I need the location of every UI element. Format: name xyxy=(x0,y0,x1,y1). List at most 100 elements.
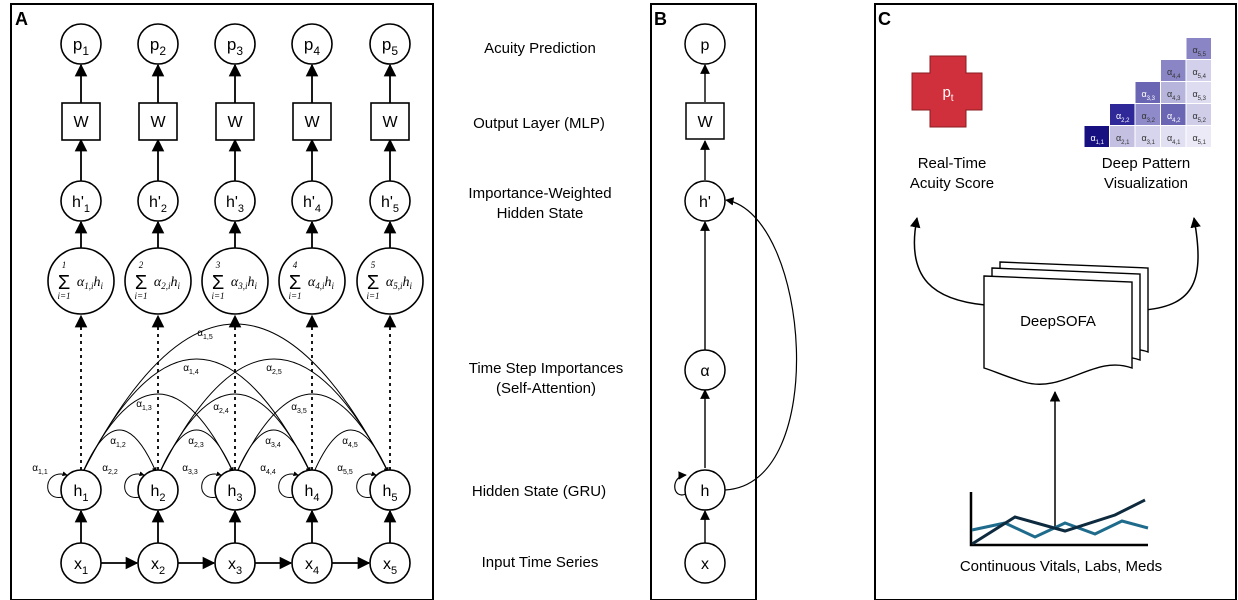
a-node-input xyxy=(369,542,411,584)
attention-matrix-cell xyxy=(1135,104,1160,125)
inputs-axes xyxy=(969,492,1148,547)
a-node-input-label: x3 xyxy=(228,556,242,577)
a-self-loop xyxy=(47,471,68,498)
attention-matrix-cell xyxy=(1135,126,1160,147)
attention-matrix-cell xyxy=(1110,126,1135,147)
acuity-cross-icon xyxy=(911,55,983,128)
b-node-p xyxy=(684,23,726,65)
a-node-weighted-state-label: h'2 xyxy=(149,194,167,215)
panel-b: p W h' α h x xyxy=(674,23,798,584)
b-node-alpha-label: α xyxy=(700,363,709,380)
a-sum-upper: 4 xyxy=(293,260,298,270)
a-node-hidden-state xyxy=(137,469,179,511)
b-node-h-label: h xyxy=(701,483,710,500)
a-node-attention-sum xyxy=(278,247,346,315)
attention-matrix-cell-label: α3,1 xyxy=(1141,133,1155,146)
panel-c-label: C xyxy=(878,9,891,29)
a-self-loop xyxy=(201,471,222,498)
deepsofa-document-stack xyxy=(983,261,1149,385)
b-arrow-h-hp-curve xyxy=(724,197,798,491)
attention-matrix-cell xyxy=(1161,60,1186,81)
a-node-weighted-state-label: h'3 xyxy=(226,194,244,215)
b-self-loop xyxy=(674,471,687,496)
attention-matrix-cell-label: α4,3 xyxy=(1167,89,1181,102)
attention-matrix-cell-label: α4,2 xyxy=(1167,111,1181,124)
a-attention-label: α4,5 xyxy=(342,436,358,449)
a-node-input-label: x2 xyxy=(151,556,165,577)
a-node-attention-sum xyxy=(124,247,192,315)
a-node-prediction xyxy=(214,23,256,65)
acuity-cross-label: pt xyxy=(942,84,953,104)
a-node-input xyxy=(60,542,102,584)
a-attention-label: α3,5 xyxy=(291,402,307,415)
a-node-hidden-state-label: h5 xyxy=(382,483,397,504)
a-node-weighted-state xyxy=(60,180,102,222)
a-node-weighted-state-label: h'1 xyxy=(72,194,90,215)
panel-a-edges: α1,2α1,3α1,4α1,5α2,3α2,4α2,5α3,4α3,5α4,5… xyxy=(32,63,397,570)
a-node-weight xyxy=(215,102,255,141)
attention-matrix-cell-label: α4,4 xyxy=(1167,67,1181,80)
panel-a-label: A xyxy=(15,9,28,29)
panel-b-label: B xyxy=(654,9,667,29)
layer-label-weighted-2: Hidden State xyxy=(497,205,584,222)
a-node-input xyxy=(291,542,333,584)
layer-label-output: Output Layer (MLP) xyxy=(473,115,605,132)
a-node-weight-label: W xyxy=(304,114,320,131)
panel-c-frame xyxy=(874,3,1237,600)
a-self-loop xyxy=(356,471,377,498)
a-self-attention-label: α1,1 xyxy=(32,463,48,476)
a-self-attention-label: α2,2 xyxy=(102,463,118,476)
a-sum-term: α1,ihi xyxy=(77,275,104,291)
a-attention-label: α3,4 xyxy=(265,436,281,449)
a-attention-label: α1,5 xyxy=(197,328,213,341)
layer-label-hidden: Hidden State (GRU) xyxy=(472,483,606,500)
a-node-hidden-state-label: h3 xyxy=(227,483,242,504)
a-sum-term: α2,ihi xyxy=(154,275,181,291)
a-node-input xyxy=(137,542,179,584)
attention-matrix-cell xyxy=(1186,60,1211,81)
a-node-weight-label: W xyxy=(150,114,166,131)
a-sum-upper: 5 xyxy=(371,260,376,270)
a-node-prediction-label: p3 xyxy=(227,35,243,58)
a-attention-label: α2,5 xyxy=(266,363,282,376)
a-sum-lower: i=1 xyxy=(288,291,301,301)
score-label-1: Real-Time xyxy=(918,155,987,172)
a-node-hidden-state-label: h1 xyxy=(73,483,88,504)
a-node-weighted-state-label: h'5 xyxy=(381,194,399,215)
a-node-attention-sum xyxy=(201,247,269,315)
a-node-hidden-state xyxy=(369,469,411,511)
a-node-prediction xyxy=(291,23,333,65)
a-sum-sigma: Σ xyxy=(367,272,379,294)
a-node-weight-label: W xyxy=(73,114,89,131)
a-node-weight xyxy=(138,102,178,141)
a-node-prediction-label: p2 xyxy=(150,35,166,58)
a-node-input xyxy=(214,542,256,584)
attention-matrix-cell-label: α5,2 xyxy=(1192,111,1206,124)
a-self-attention-label: α3,3 xyxy=(182,463,198,476)
panel-a-nodes: p1Wh'11Σi=1α1,ihih1x1p2Wh'22Σi=1α2,ihih2… xyxy=(47,23,424,584)
a-sum-lower: i=1 xyxy=(57,291,70,301)
a-node-prediction xyxy=(60,23,102,65)
a-sum-lower: i=1 xyxy=(211,291,224,301)
a-attention-label: α2,3 xyxy=(188,436,204,449)
a-self-attention-label: α4,4 xyxy=(260,463,276,476)
attention-matrix-cell xyxy=(1186,82,1211,103)
attention-matrix-cell xyxy=(1186,38,1211,59)
model-label: DeepSOFA xyxy=(1020,313,1096,330)
panel-b-frame xyxy=(650,3,757,600)
layer-label-acuity: Acuity Prediction xyxy=(484,40,596,57)
panel-a-frame xyxy=(10,3,434,600)
a-node-weight-label: W xyxy=(382,114,398,131)
a-node-input-label: x5 xyxy=(383,556,397,577)
a-node-hidden-state-label: h2 xyxy=(150,483,165,504)
a-node-weighted-state xyxy=(291,180,333,222)
a-node-input-label: x4 xyxy=(305,556,319,577)
a-node-prediction xyxy=(137,23,179,65)
attention-matrix-cell xyxy=(1186,104,1211,125)
a-node-weight xyxy=(370,102,410,141)
a-self-attention-label: α5,5 xyxy=(337,463,353,476)
a-node-prediction-label: p5 xyxy=(382,35,398,58)
attention-matrix-cell xyxy=(1161,82,1186,103)
